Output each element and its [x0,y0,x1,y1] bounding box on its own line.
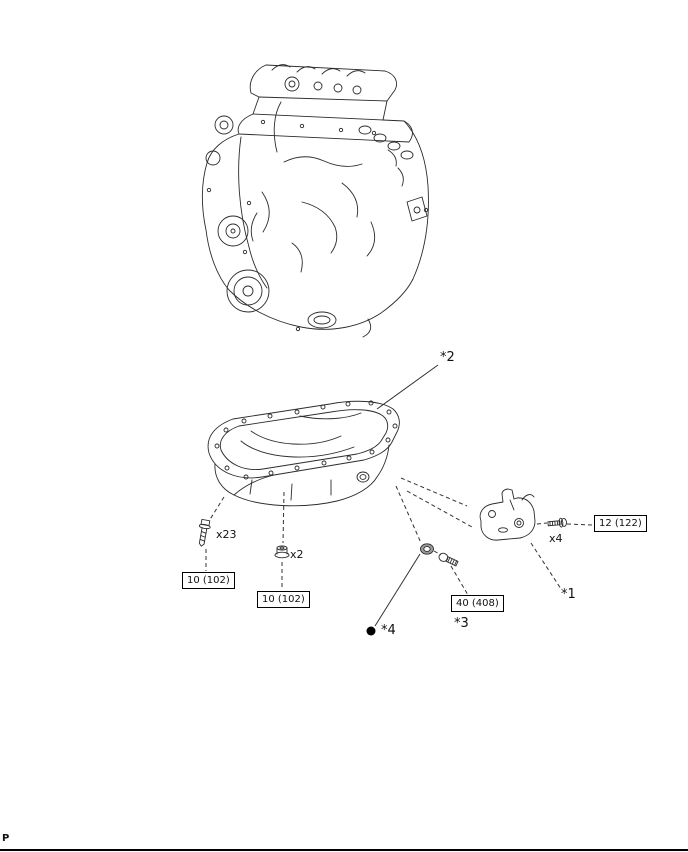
bracket-bolt-icon [547,517,567,528]
drain-plug-bolt-icon [438,552,459,567]
pan-nut-quantity-label: x2 [290,548,304,561]
filled-dot-icon [366,626,376,636]
callout-part2-label: *2 [440,350,455,365]
oil-pan-illustration [207,400,400,507]
pan-bolt-icon [198,518,211,547]
torque-spec-box-pan-nut: 10 (102) [257,591,310,608]
callout-part1-label: *1 [561,587,576,602]
torque-spec-box-drain-plug: 40 (408) [451,595,504,612]
torque-spec-box-bracket-bolt: 12 (122) [594,515,647,532]
callout-part3-label: *3 [454,616,469,631]
bracket-illustration [479,488,536,541]
leader-lines [205,364,593,627]
pan-nut-icon [274,545,290,559]
pan-bolt-quantity-label: x23 [216,528,237,541]
callout-part4-label: *4 [381,623,396,638]
bracket-bolt-quantity-label: x4 [549,532,563,545]
page-bottom-rule [0,849,688,851]
gasket-ring-icon [420,543,434,555]
torque-spec-box-pan-bolt: 10 (102) [182,572,235,589]
engine-illustration [201,64,429,338]
page-footer-letter: P [2,833,10,844]
